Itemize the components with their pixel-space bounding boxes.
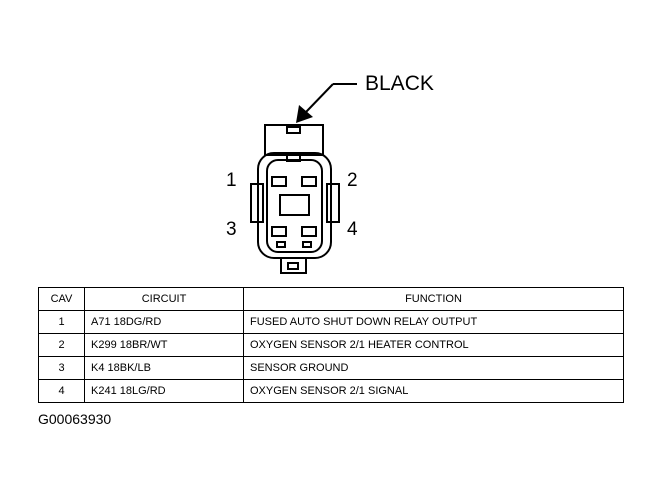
table-row: 4 K241 18LG/RD OXYGEN SENSOR 2/1 SIGNAL — [38, 379, 624, 403]
cavity-2 — [301, 176, 317, 187]
cavity-label-1: 1 — [226, 170, 237, 191]
latch-slot — [286, 126, 301, 134]
side-tab-right — [326, 183, 340, 223]
cavity-1 — [271, 176, 287, 187]
cavity-label-2: 2 — [347, 170, 358, 191]
cell-circuit: K299 18BR/WT — [84, 333, 244, 357]
header-circuit: CIRCUIT — [84, 287, 244, 311]
table-row: 3 K4 18BK/LB SENSOR GROUND — [38, 356, 624, 380]
connector-drawing — [250, 83, 357, 274]
cell-function: OXYGEN SENSOR 2/1 SIGNAL — [243, 379, 624, 403]
pinout-table: CAV CIRCUIT FUNCTION 1 A71 18DG/RD FUSED… — [38, 287, 624, 403]
cell-function: SENSOR GROUND — [243, 356, 624, 380]
cavity-label-4: 4 — [347, 219, 358, 240]
arrow-head — [296, 105, 313, 123]
cell-cav: 2 — [38, 333, 85, 357]
header-cav: CAV — [38, 287, 85, 311]
cell-function: OXYGEN SENSOR 2/1 HEATER CONTROL — [243, 333, 624, 357]
bottom-lock — [280, 258, 307, 274]
connector-body — [257, 152, 332, 259]
small-cavity-left — [276, 241, 286, 248]
table-row: 2 K299 18BR/WT OXYGEN SENSOR 2/1 HEATER … — [38, 333, 624, 357]
table-row: 1 A71 18DG/RD FUSED AUTO SHUT DOWN RELAY… — [38, 310, 624, 334]
connector-diagram: BLACK 1 2 3 4 — [226, 72, 434, 274]
connector-latch — [264, 124, 324, 156]
figure-id: G00063930 — [38, 411, 112, 427]
cell-cav: 3 — [38, 356, 85, 380]
leader-line-diagonal — [305, 83, 334, 113]
cell-circuit: A71 18DG/RD — [84, 310, 244, 334]
header-function: FUNCTION — [243, 287, 624, 311]
cell-circuit: K241 18LG/RD — [84, 379, 244, 403]
center-cavity — [279, 194, 310, 216]
cell-cav: 4 — [38, 379, 85, 403]
bottom-lock-nub — [287, 262, 299, 270]
cell-function: FUSED AUTO SHUT DOWN RELAY OUTPUT — [243, 310, 624, 334]
cell-cav: 1 — [38, 310, 85, 334]
cell-circuit: K4 18BK/LB — [84, 356, 244, 380]
key-slot — [286, 154, 301, 162]
table-header-row: CAV CIRCUIT FUNCTION — [38, 287, 624, 311]
connector-face — [266, 159, 323, 253]
connector-color-label: BLACK — [365, 72, 434, 95]
cavity-4 — [301, 226, 317, 237]
small-cavity-right — [302, 241, 312, 248]
cavity-label-3: 3 — [226, 219, 237, 240]
cavity-3 — [271, 226, 287, 237]
